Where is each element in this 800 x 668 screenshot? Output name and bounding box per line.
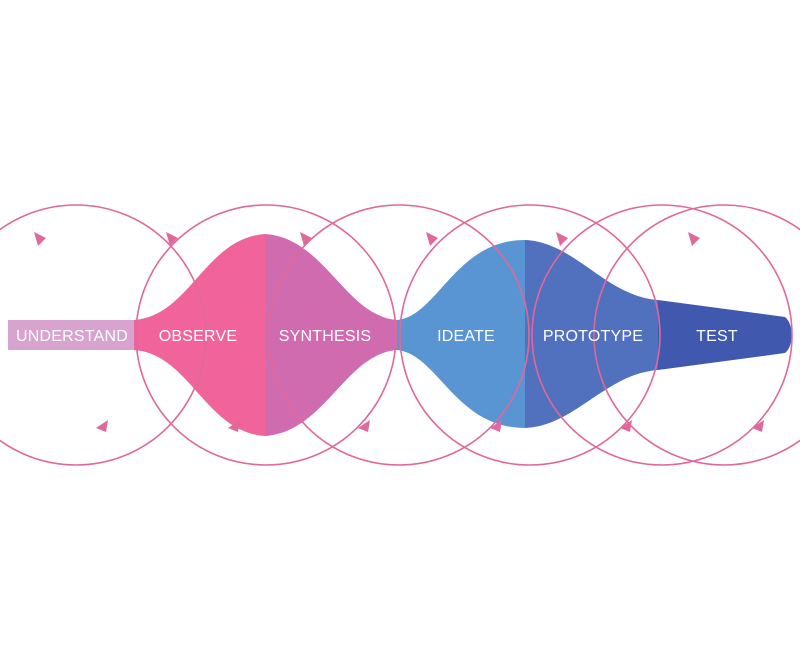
arrowhead-bottom-5 xyxy=(620,420,632,432)
arrowhead-bottom-4 xyxy=(490,420,502,432)
stage-shapes xyxy=(8,234,792,436)
arrowhead-top-5 xyxy=(556,232,568,246)
arrowhead-bottom-1 xyxy=(96,420,108,432)
arrowhead-top-6 xyxy=(688,232,700,246)
stage-labels: UNDERSTAND OBSERVE SYNTHESIS IDEATE PROT… xyxy=(16,328,738,345)
ring-ideate xyxy=(399,204,661,466)
arrowhead-top-3 xyxy=(300,232,312,246)
stage-shape-test xyxy=(658,300,792,370)
stage-label-observe: OBSERVE xyxy=(159,328,237,345)
stage-label-test: TEST xyxy=(696,328,738,345)
ring-observe xyxy=(135,204,397,466)
ring-test xyxy=(593,204,800,466)
stage-label-synthesis: SYNTHESIS xyxy=(279,328,372,345)
arrowhead-bottom-6 xyxy=(752,420,764,432)
stage-label-prototype: PROTOTYPE xyxy=(543,328,643,345)
arrowhead-bottom-3 xyxy=(358,420,370,432)
arrowhead-bottom-2 xyxy=(228,420,240,432)
stage-shape-synthesis xyxy=(265,234,397,436)
stage-shape-ideate xyxy=(397,240,525,428)
stage-shape-observe xyxy=(134,234,265,436)
ring-arrowheads xyxy=(34,232,764,432)
arrowhead-top-1 xyxy=(34,232,46,246)
iteration-rings xyxy=(0,204,800,466)
stage-label-understand: UNDERSTAND xyxy=(16,328,128,345)
ring-prototype xyxy=(531,204,793,466)
stage-label-ideate: IDEATE xyxy=(437,328,495,345)
stage-shape-prototype xyxy=(525,240,658,428)
arrowhead-top-4 xyxy=(426,232,438,246)
ring-understand xyxy=(0,204,207,466)
stage-shape-understand xyxy=(8,320,134,350)
ring-synthesis xyxy=(268,204,530,466)
arrowhead-top-2 xyxy=(166,232,178,246)
